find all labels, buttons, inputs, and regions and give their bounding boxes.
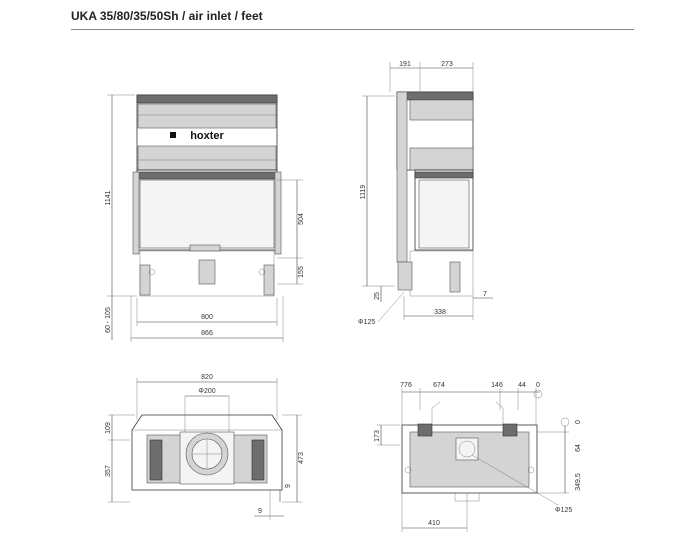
bottom-foot-left bbox=[417, 423, 433, 437]
top-view: 820 Φ200 109 357 473 9 9 bbox=[105, 374, 305, 520]
logo-mark-icon bbox=[170, 132, 176, 138]
dim-top-offset-9b: 9 bbox=[258, 508, 262, 515]
side-leg-frame bbox=[409, 250, 474, 297]
side-air-inlet bbox=[397, 261, 413, 291]
dim-side-depth: 338 bbox=[434, 309, 446, 316]
front-hood-vent bbox=[137, 103, 277, 129]
dim-front-leg-height: 155 bbox=[298, 266, 305, 278]
bottom-view: 776 674 146 44 0 173 0 64 349,5 410 Φ125 bbox=[374, 382, 582, 532]
front-handle bbox=[189, 244, 221, 252]
top-left-rail bbox=[149, 439, 163, 481]
dim-bottom-3495: 349,5 bbox=[575, 473, 582, 491]
dim-side-offset-7: 7 bbox=[483, 291, 487, 298]
dim-side-top-right: 273 bbox=[441, 61, 453, 68]
front-firebox-top bbox=[136, 171, 278, 180]
dim-side-top-left: 191 bbox=[399, 61, 411, 68]
front-glass bbox=[139, 179, 275, 249]
dim-front-glass-height: 504 bbox=[298, 213, 305, 225]
dim-bottom-64: 64 bbox=[575, 444, 582, 452]
dim-front-height: 1141 bbox=[105, 190, 112, 205]
dim-bottom-146: 146 bbox=[491, 382, 503, 389]
dim-side-height: 1119 bbox=[360, 185, 367, 200]
front-right-post bbox=[274, 171, 282, 255]
side-firebox bbox=[414, 169, 474, 251]
front-right-foot bbox=[263, 264, 275, 296]
side-view: 191 273 1119 25 7 338 Φ125 bbox=[358, 61, 493, 326]
dim-bottom-776: 776 bbox=[400, 382, 412, 389]
front-air-inlet bbox=[198, 259, 216, 285]
side-hood-vent bbox=[409, 99, 474, 121]
side-back-wall bbox=[396, 91, 408, 263]
dim-top-depth-473: 473 bbox=[298, 452, 305, 464]
dim-bottom-173: 173 bbox=[374, 430, 381, 442]
dim-front-outer-width: 866 bbox=[201, 330, 213, 337]
dim-top-flue: Φ200 bbox=[198, 388, 215, 395]
front-view: hoxter 1141 60 - 105 504 155 800 bbox=[105, 94, 305, 342]
bottom-foot-right bbox=[502, 423, 518, 437]
dim-top-depth-357: 357 bbox=[105, 465, 112, 477]
top-right-rail bbox=[251, 439, 265, 481]
dim-front-inner-width: 800 bbox=[201, 314, 213, 321]
dim-bottom-410: 410 bbox=[428, 520, 440, 527]
dim-top-depth-109: 109 bbox=[105, 422, 112, 434]
side-foot bbox=[449, 261, 461, 293]
front-hood-lower-vent bbox=[137, 145, 277, 171]
origin-marker-right-icon bbox=[560, 417, 570, 427]
side-hood-lower-vent bbox=[409, 147, 474, 171]
dim-front-feet-range: 60 - 105 bbox=[105, 307, 112, 333]
dim-top-width: 820 bbox=[201, 374, 213, 381]
dim-top-offset-9a: 9 bbox=[285, 484, 292, 488]
dim-bottom-0b: 0 bbox=[575, 420, 582, 424]
dim-bottom-674: 674 bbox=[433, 382, 445, 389]
brand-logo: hoxter bbox=[190, 130, 224, 142]
front-left-foot bbox=[139, 264, 151, 296]
origin-marker-top-icon bbox=[533, 389, 543, 399]
dim-side-pipe: Φ125 bbox=[358, 319, 375, 326]
side-hood-top-band bbox=[396, 91, 474, 101]
dim-bottom-pipe: Φ125 bbox=[555, 507, 572, 514]
front-hood-top-band bbox=[136, 94, 278, 104]
dim-bottom-44: 44 bbox=[518, 382, 526, 389]
title-underline bbox=[71, 29, 634, 30]
bottom-air-inlet bbox=[455, 437, 479, 461]
dim-bottom-0a: 0 bbox=[536, 382, 540, 389]
side-glass bbox=[418, 179, 470, 249]
dim-side-offset-25: 25 bbox=[374, 292, 381, 300]
side-firebox-top bbox=[414, 171, 474, 179]
page-title: UKA 35/80/35/50Sh / air inlet / feet bbox=[71, 9, 263, 23]
front-left-post bbox=[132, 171, 140, 255]
